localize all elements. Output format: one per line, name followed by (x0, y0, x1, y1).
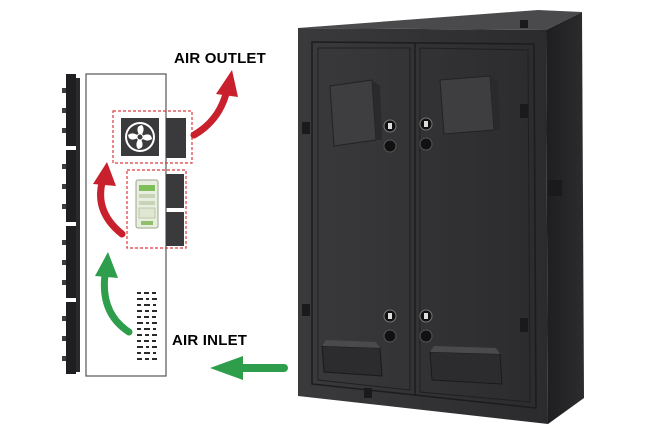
led-module-strips (62, 74, 80, 374)
cabinet-side-view (62, 70, 288, 380)
top-cover-right (439, 75, 500, 135)
vent-grille-icon (137, 292, 157, 360)
internal-heat-arrow (93, 162, 126, 238)
air-outlet-label: AIR OUTLET (174, 50, 266, 67)
cabinet-rear-view (298, 10, 584, 424)
power-supply-highlight-box (126, 169, 187, 249)
air-inlet-label: AIR INLET (172, 332, 248, 349)
lock-icon (383, 117, 433, 343)
cabinet-side-face (546, 12, 584, 424)
bottom-cover-right (429, 346, 503, 385)
rear-bracket-middle (166, 174, 184, 208)
rear-bracket-lower (166, 212, 184, 246)
cabinet-top-face (298, 10, 582, 30)
side-latches (302, 20, 562, 398)
bottom-cover-left (321, 340, 383, 377)
power-supply-icon (135, 179, 159, 229)
inlet-arrow (210, 356, 288, 380)
top-cover-left (329, 79, 382, 147)
rear-bracket-top (166, 118, 186, 158)
internal-inlet-arrow (95, 252, 133, 336)
outlet-arrow (190, 70, 238, 139)
fan-icon (121, 118, 159, 156)
